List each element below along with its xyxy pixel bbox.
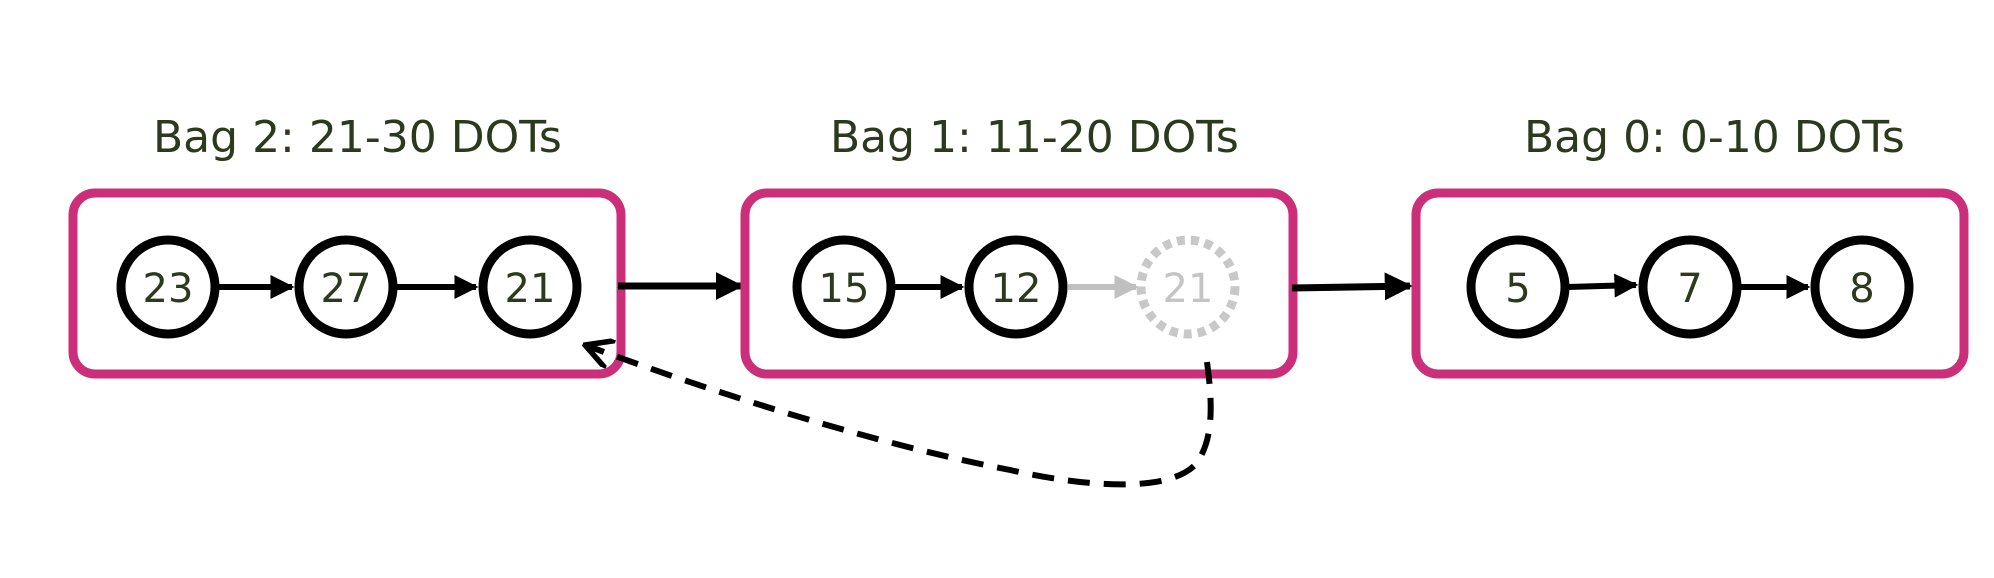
bag-2-node-2: 27 [294,235,398,339]
bag-1-node-2: 12 [964,235,1068,339]
node-label: 15 [819,266,870,312]
node-circle [116,235,220,339]
bag-2-node-1: 23 [116,235,220,339]
node-label: 12 [991,266,1042,312]
node-label: 5 [1505,266,1530,312]
bag-1-node-3-ghost: 21 [1136,235,1240,339]
bag-1-box [740,188,1298,379]
node-circle [1810,235,1914,339]
bag-0-box [1411,188,1969,379]
node-label: 21 [505,266,556,312]
bag-0: Bag 0: 0-10 DOTs 5 7 8 [1411,112,1969,379]
bag-1-node-1: 15 [792,235,896,339]
node-circle [294,235,398,339]
node-circle [1638,235,1742,339]
bag-1-title: Bag 1: 11-20 DOTs [830,112,1239,163]
bag-0-node-1: 5 [1466,235,1570,339]
node-label: 23 [143,266,194,312]
node-label: 8 [1849,266,1874,312]
ghost-node-circle [1136,235,1240,339]
node-link-arrow [1567,273,1639,298]
node-circle [1466,235,1570,339]
bag-0-node-2: 7 [1638,235,1742,339]
bag-0-node-3: 8 [1810,235,1914,339]
node-label: 27 [321,266,372,312]
node-circle [478,235,582,339]
bag-link-arrow [1291,272,1413,301]
bag-1: Bag 1: 11-20 DOTs 15 12 21 [740,112,1298,379]
node-circle [792,235,896,339]
bag-2-node-3: 21 [478,235,582,339]
ghost-node-label: 21 [1163,266,1214,312]
move-to-bag-2-arrow [585,345,1214,488]
node-label: 7 [1677,266,1702,312]
bag-2: Bag 2: 21-30 DOTs 23 27 21 [68,112,626,379]
bag-2-title: Bag 2: 21-30 DOTs [153,112,562,163]
bag-0-title: Bag 0: 0-10 DOTs [1524,112,1905,163]
node-circle [964,235,1068,339]
